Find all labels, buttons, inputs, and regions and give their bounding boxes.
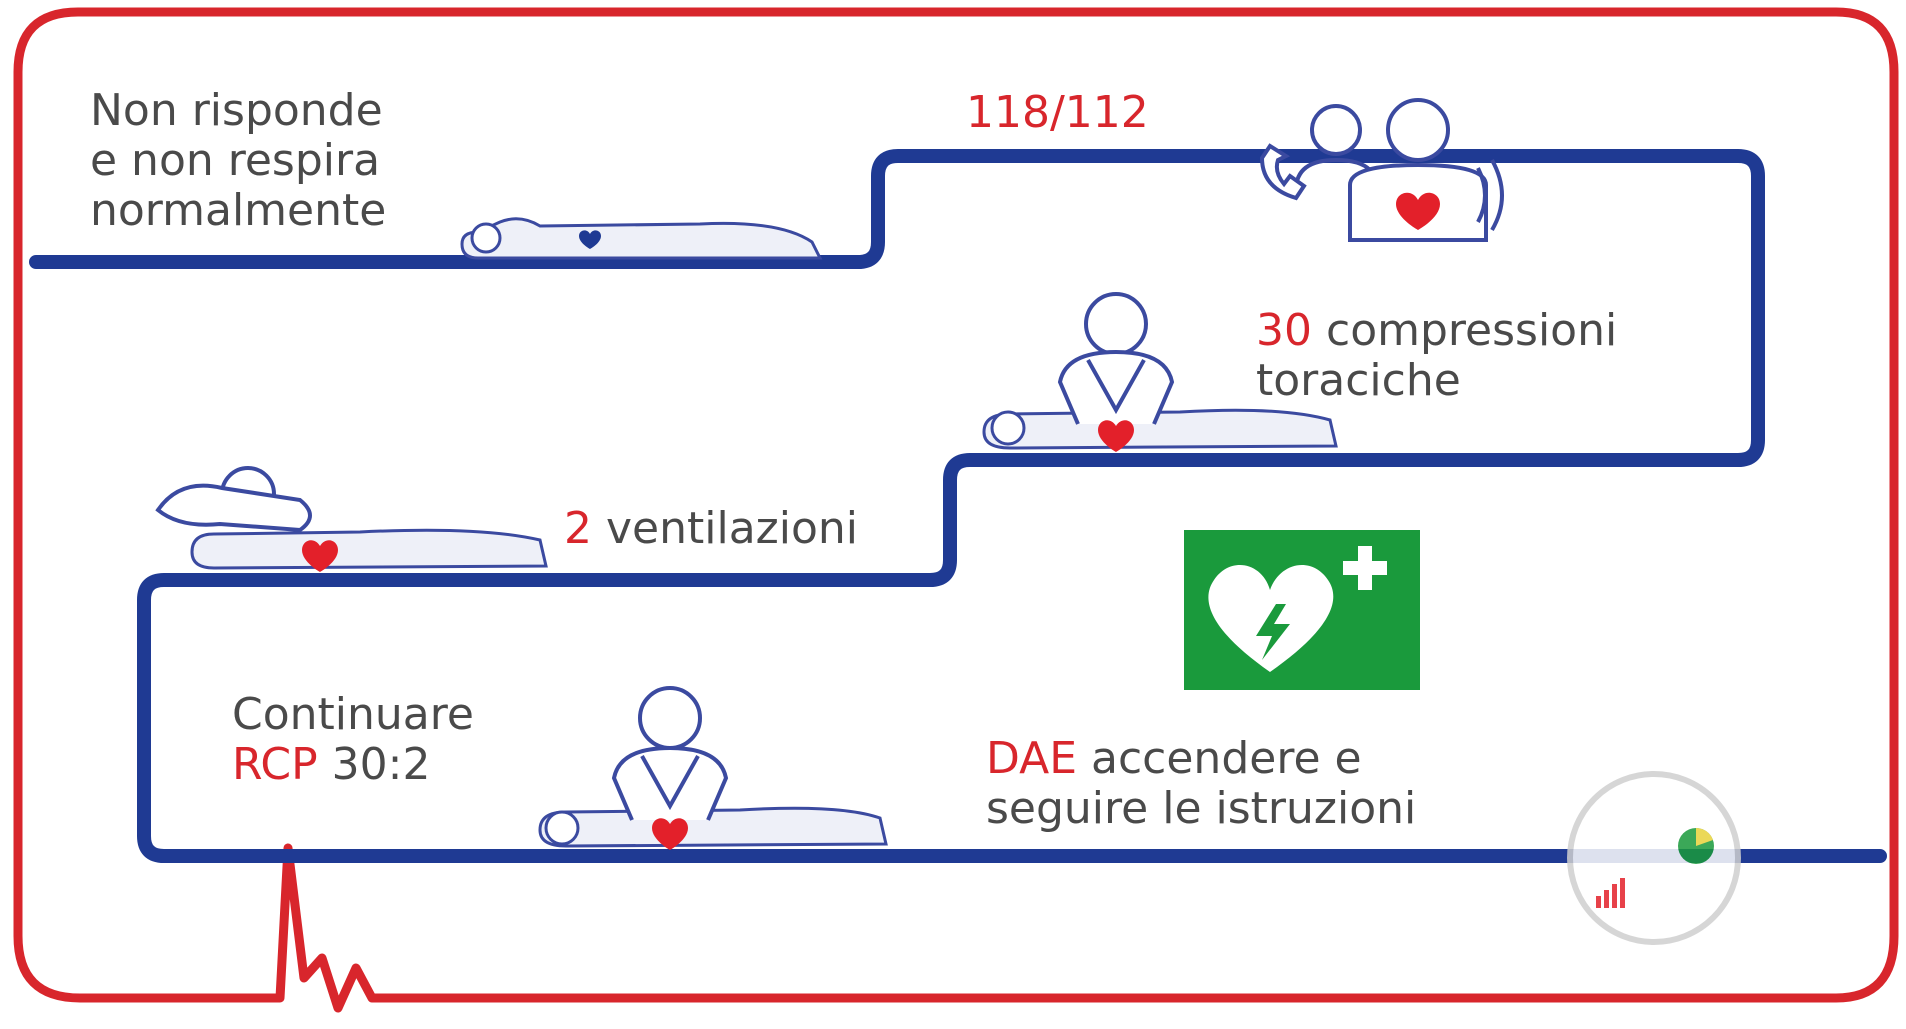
ventilations-count: 2 <box>564 503 592 554</box>
aed-line2: seguire le istruzioni <box>986 783 1417 834</box>
label-no-response: Non risponde e non respira normalmente <box>90 86 386 236</box>
rcp-ratio: 30:2 <box>331 739 431 790</box>
continue-line1: Continuare <box>232 689 474 740</box>
cpr-compressions-icon <box>982 292 1338 452</box>
no-response-line1: Non risponde <box>90 85 383 136</box>
aed-text: accendere e <box>1091 733 1362 784</box>
label-continue-cpr: Continuare RCP 30:2 <box>232 690 474 790</box>
aed-sign-icon <box>1184 530 1420 690</box>
phone-caller-icon <box>1259 98 1504 242</box>
watermark-logo-icon <box>1567 771 1741 945</box>
no-response-line3: normalmente <box>90 185 387 236</box>
label-ventilations: 2 ventilazioni <box>564 504 858 554</box>
emergency-number: 118/112 <box>966 87 1149 138</box>
compressions-text: compressioni <box>1326 305 1618 356</box>
label-emergency-number: 118/112 <box>966 88 1149 138</box>
label-aed: DAE accendere e seguire le istruzioni <box>986 734 1416 834</box>
dae-text: DAE <box>986 733 1078 784</box>
frame-border <box>13 7 1899 1013</box>
label-compressions: 30 compressioni toraciche <box>1256 306 1617 406</box>
ventilations-text: ventilazioni <box>606 503 859 554</box>
no-response-line2: e non respira <box>90 135 381 186</box>
rcp-text: RCP <box>232 739 318 790</box>
compressions-count: 30 <box>1256 305 1312 356</box>
rescue-breaths-icon <box>155 466 548 572</box>
compressions-line2: toraciche <box>1256 355 1461 406</box>
cpr-continue-icon <box>538 686 888 850</box>
blue-path <box>29 149 1887 863</box>
person-lying-icon <box>460 217 823 260</box>
